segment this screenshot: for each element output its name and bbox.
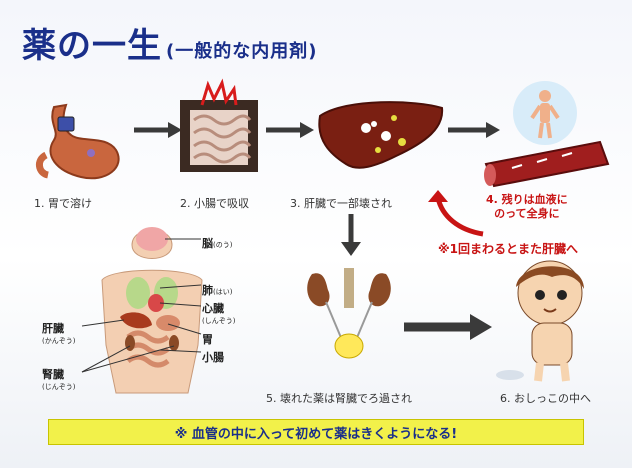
body-circulation-illustration [513, 81, 577, 145]
step-6-label: 6. おしっこの中へ [500, 392, 591, 405]
step-1-label: 1. 胃で溶け [34, 197, 92, 210]
key-message-banner: ※ 血管の中に入って初めて薬はきくようになる! [48, 419, 584, 445]
organ-label-small-intestine: 小腸 [202, 351, 224, 364]
return-note: ※1回まわるとまた肝臓へ [438, 242, 579, 256]
small-intestine-illustration [180, 78, 258, 172]
step-4-label-line2: のって全身に [494, 207, 560, 220]
blood-vessel-illustration [484, 140, 610, 188]
step-3-label: 3. 肝臓で一部壊され [290, 197, 392, 210]
return-to-liver-arrow [428, 190, 484, 237]
kidney-illustration [307, 268, 391, 359]
organ-label-kidney: 腎臓 (じんぞう) [42, 368, 76, 391]
organ-label-lung: 肺(はい) [202, 284, 233, 297]
title-sub: (一般的な内用剤) [166, 41, 318, 62]
arrow-step3-step5 [341, 214, 361, 256]
page-title: 薬の一生(一般的な内用剤) [22, 18, 317, 67]
child-illustration [496, 260, 584, 382]
anatomy-illustration [101, 227, 203, 394]
organ-label-liver: 肝臓 (かんぞう) [42, 322, 76, 345]
step-5-label: 5. 壊れた薬は腎臓でろ過され [266, 392, 412, 405]
arrow-step1-step2 [134, 122, 182, 138]
arrow-step3-step4 [448, 122, 500, 138]
liver-illustration [318, 101, 444, 169]
key-message-text: ※ 血管の中に入って初めて薬はきくようになる! [174, 426, 458, 442]
arrow-step2-step3 [266, 122, 314, 138]
stomach-illustration [36, 103, 120, 180]
step-4-label-line1: 4. 残りは血液に [486, 193, 568, 206]
organ-label-brain: 脳(のう) [202, 237, 233, 250]
title-main: 薬の一生 [22, 26, 162, 66]
arrow-step5-step6 [404, 314, 492, 340]
step-4-label: 4. 残りは血液に のって全身に [486, 193, 568, 221]
step-2-label: 2. 小腸で吸収 [180, 197, 249, 210]
organ-label-stomach: 胃 [202, 333, 213, 346]
organ-label-heart: 心臓 (しんぞう) [202, 302, 236, 325]
